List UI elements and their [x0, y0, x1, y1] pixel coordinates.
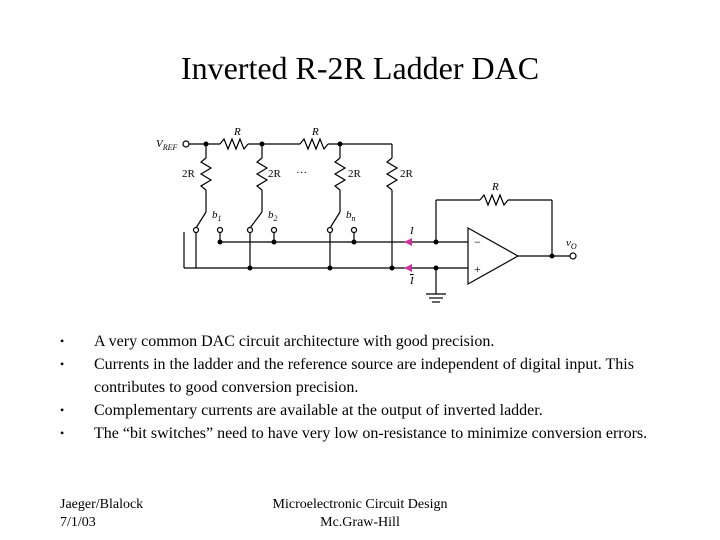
- svg-text:bn: bn: [346, 209, 356, 223]
- shunt-resistor-n: [333, 157, 347, 191]
- series-resistor-2: [299, 137, 329, 151]
- shunt-resistor-1: [199, 157, 213, 191]
- footer-date: 7/1/03: [60, 515, 96, 530]
- svg-text:b2: b2: [268, 209, 278, 223]
- svg-text:VREF: VREF: [156, 138, 178, 152]
- footer-authors: Jaeger/Blalock: [60, 497, 144, 512]
- shunt-resistor-terminal: [385, 157, 399, 191]
- slide-title: Inverted R-2R Ladder DAC: [180, 50, 540, 86]
- bullet-item: •A very common DAC circuit architecture …: [60, 333, 495, 350]
- shunt-label-1: 2R: [182, 168, 196, 180]
- shunt-resistor-2: [255, 157, 269, 191]
- svg-text:b1: b1: [212, 209, 222, 223]
- current-arrow-i-bar: [404, 264, 412, 272]
- current-arrow-i: [404, 238, 412, 246]
- current-i-label: I: [409, 225, 415, 237]
- vref-terminal: [182, 140, 190, 148]
- shunt-label-2: 2R: [268, 168, 282, 180]
- op-amp-plus: +: [474, 262, 481, 276]
- footer-authors-date: Jaeger/Blalock 7/1/03: [60, 496, 143, 532]
- bullet-item: •The “bit switches” need to have very lo…: [60, 425, 648, 442]
- series-resistor-2-label: R: [311, 126, 319, 138]
- footer-book-title: Microelectronic Circuit Design: [272, 497, 448, 512]
- footer-publisher: Mc.Graw-Hill: [320, 515, 400, 530]
- feedback-resistor: [479, 193, 509, 207]
- shunt-label-4: 2R: [400, 168, 414, 180]
- svg-text:vO: vO: [566, 237, 577, 251]
- ladder-continuation-dots: ···: [296, 167, 307, 179]
- current-i-bar-label: I: [409, 275, 415, 287]
- op-amp-minus: −: [474, 235, 481, 249]
- output-terminal: [569, 252, 577, 260]
- feedback-resistor-label: R: [491, 181, 499, 193]
- r2r-ladder-circuit-diagram: VREF R R 2R 2R 2R 2R ··· b1 b2 bn R I I …: [156, 126, 577, 303]
- switch-blade-1: [195, 211, 207, 229]
- shunt-label-3: 2R: [348, 168, 362, 180]
- bullet-item: •Complementary currents are available at…: [60, 402, 543, 419]
- series-resistor-1-label: R: [233, 126, 241, 138]
- switch-blade-n: [329, 211, 341, 229]
- series-resistor-1: [219, 137, 249, 151]
- op-amp: [467, 226, 520, 286]
- footer-book-publisher: Microelectronic Circuit Design Mc.Graw-H…: [250, 496, 470, 532]
- switch-blade-2: [249, 211, 263, 229]
- bullet-list: •A very common DAC circuit architecture …: [56, 330, 656, 445]
- bullet-item: •Currents in the ladder and the referenc…: [60, 356, 634, 396]
